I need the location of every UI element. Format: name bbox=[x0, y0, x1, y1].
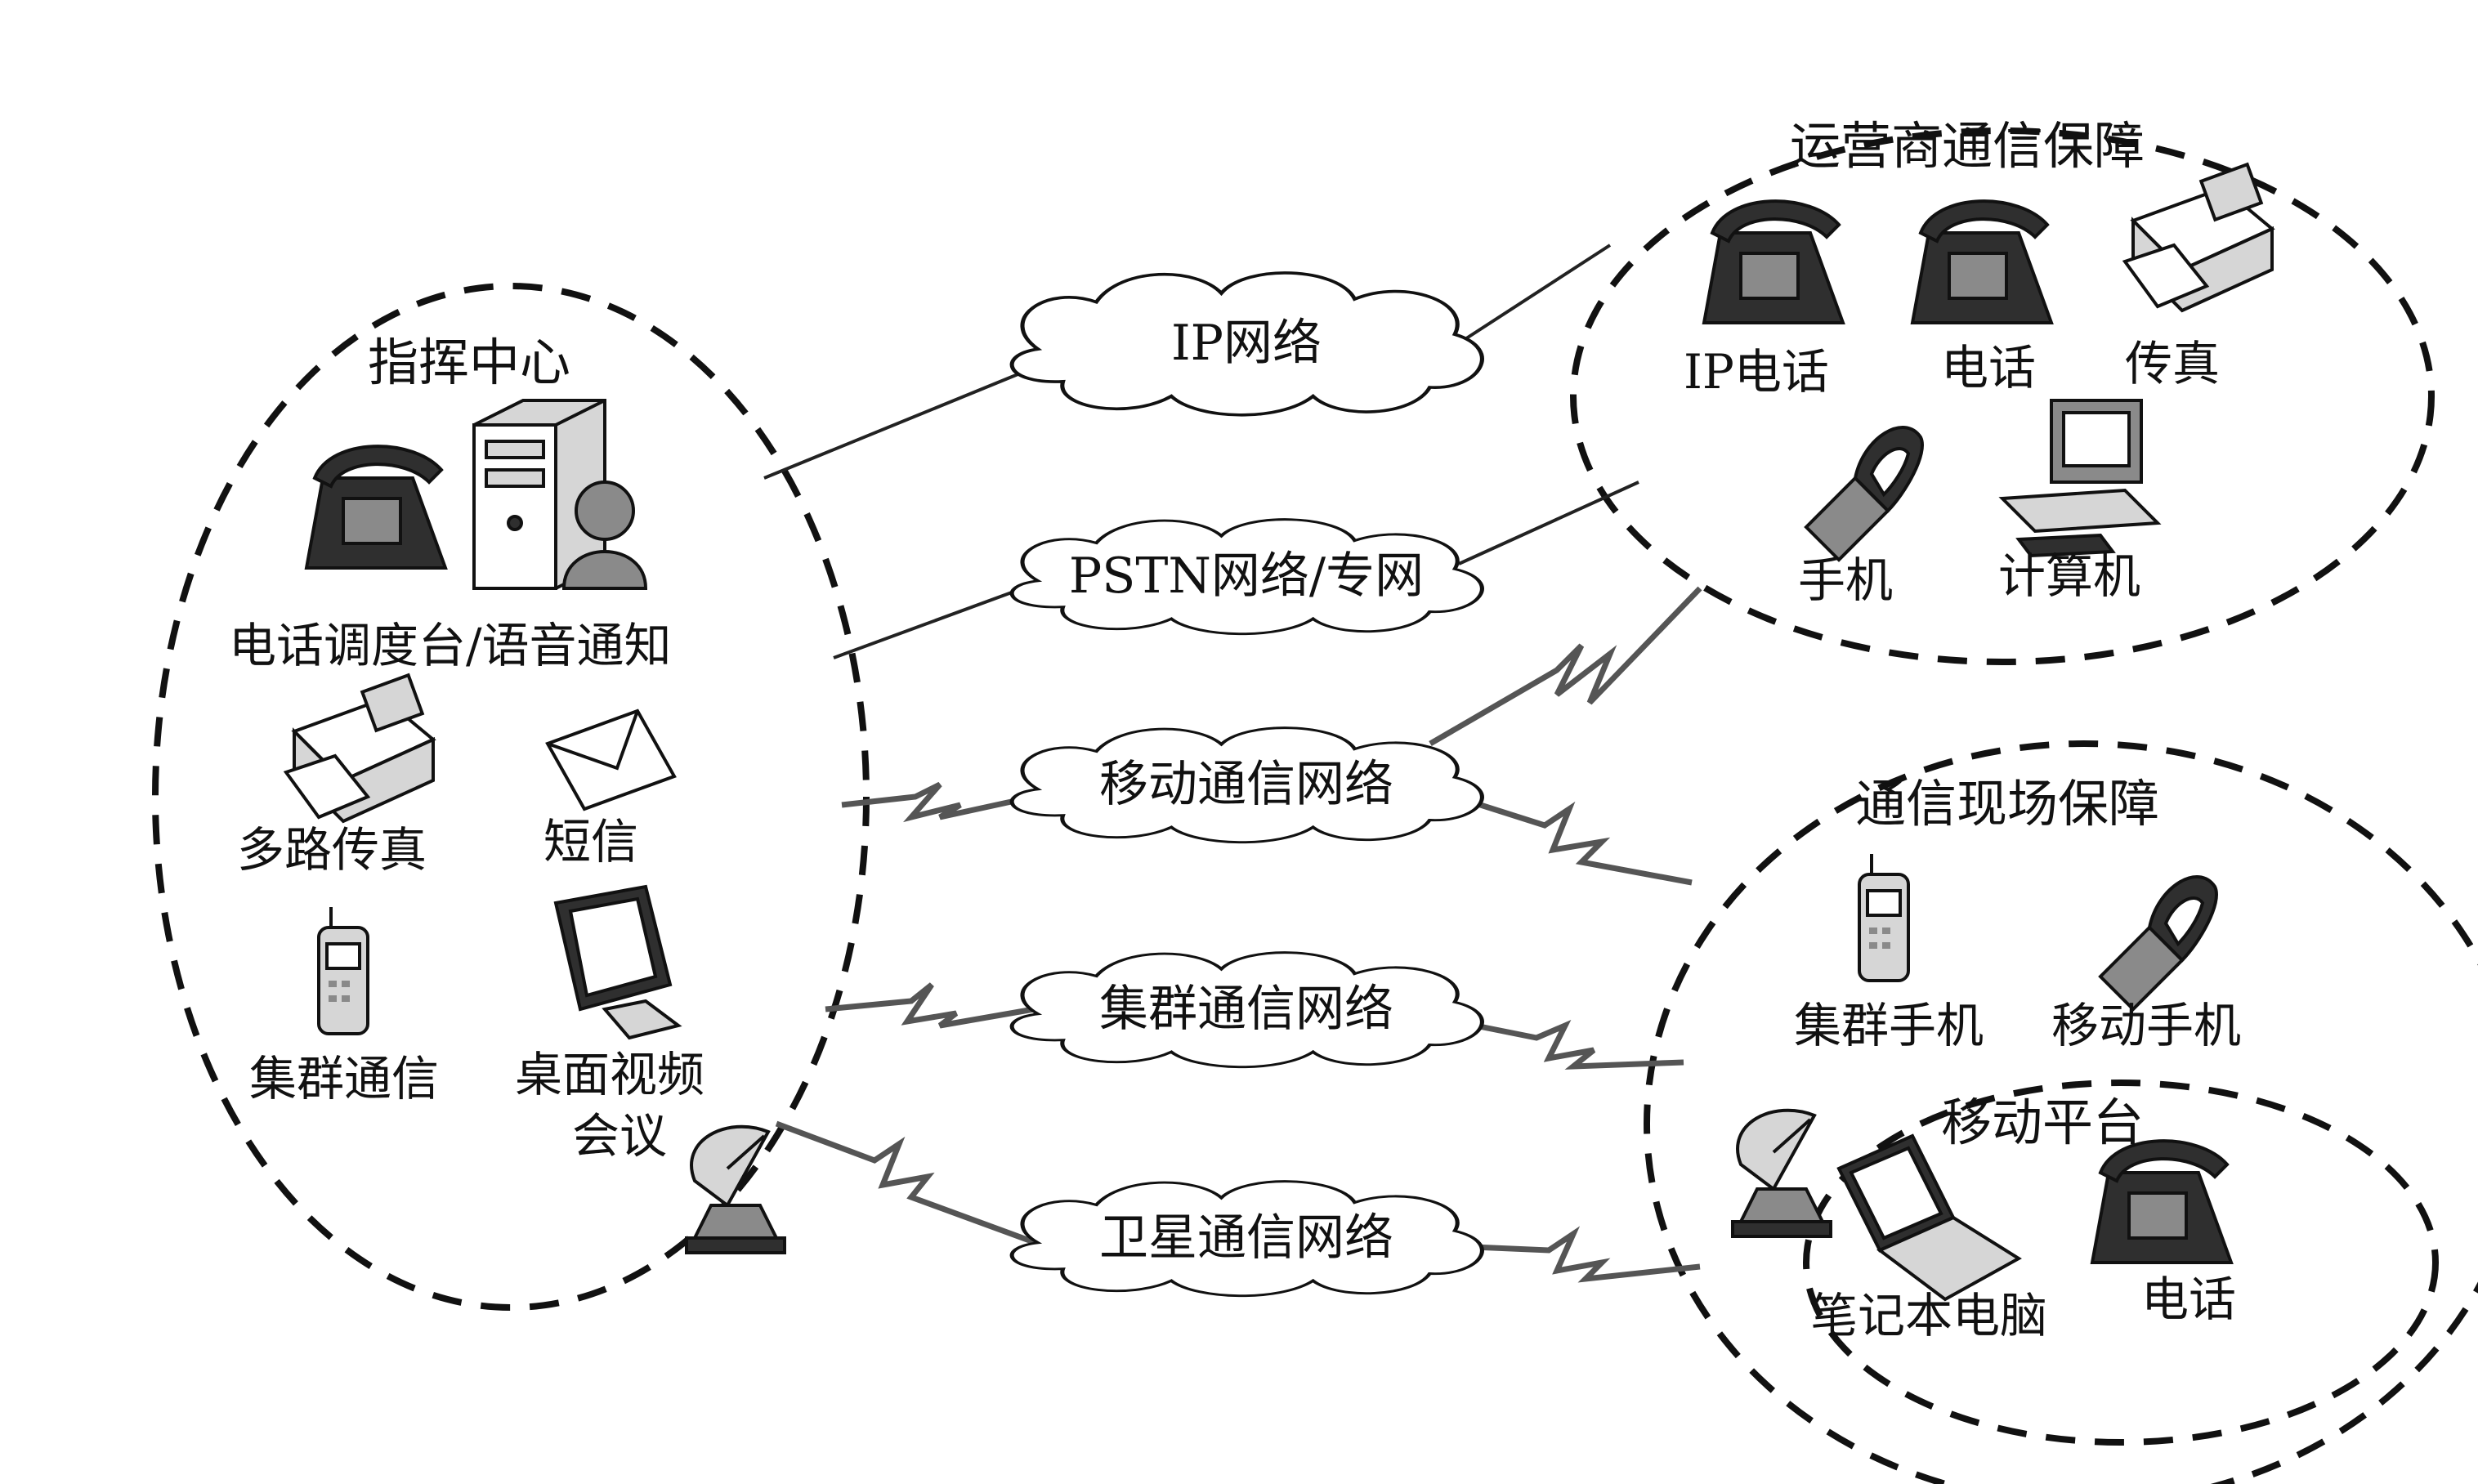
flip-phone-icon bbox=[1804, 426, 1924, 562]
desk-phone-icon bbox=[1910, 199, 2054, 324]
sms-label: 短信 bbox=[543, 814, 638, 869]
video-conference-label-line1: 桌面视频 bbox=[515, 1047, 704, 1102]
command-center-title: 指挥中心 bbox=[368, 333, 570, 392]
fax-label: 多路传真 bbox=[237, 822, 427, 878]
trunking-comm-label: 集群通信 bbox=[249, 1051, 439, 1106]
envelope-icon bbox=[545, 708, 677, 811]
fax-machine-icon bbox=[283, 673, 436, 824]
desk-phone-icon bbox=[304, 445, 448, 570]
satellite-network-cloud: 卫星通信网络 bbox=[1012, 1182, 1482, 1296]
computer-label: 计算机 bbox=[1998, 548, 2140, 604]
field-region bbox=[1644, 740, 2478, 1484]
phone-label: 电话 bbox=[1941, 340, 2036, 396]
pstn-network-cloud: PSTN网络/专网 bbox=[1012, 520, 1482, 634]
ip-network-cloud: IP网络 bbox=[1012, 273, 1482, 415]
mobile-platform-region bbox=[1803, 1079, 2439, 1446]
video-conference-label-line2: 会议 bbox=[572, 1108, 667, 1164]
mobile-label: 手机 bbox=[1798, 552, 1893, 608]
mobile-platform-phone-label: 电话 bbox=[2141, 1272, 2236, 1327]
laptop-icon bbox=[1836, 1133, 2022, 1302]
laptop-label: 笔记本电脑 bbox=[1810, 1288, 2047, 1343]
mobile-phone-label: 移动手机 bbox=[2051, 998, 2241, 1053]
user-icon bbox=[561, 481, 648, 590]
field-title: 通信现场保障 bbox=[1855, 774, 2159, 834]
operator-region bbox=[1570, 127, 2435, 665]
mobile-network-cloud: 移动通信网络 bbox=[1012, 728, 1482, 843]
mobile-platform-title: 移动平台 bbox=[1941, 1093, 2144, 1152]
operator-title: 运营商通信保障 bbox=[1790, 116, 2145, 176]
satellite-network-label: 卫星通信网络 bbox=[1099, 1209, 1393, 1267]
mobile-network-label: 移动通信网络 bbox=[1099, 756, 1393, 813]
fax-label: 传真 bbox=[2125, 336, 2220, 391]
satellite-dish-icon bbox=[685, 1124, 786, 1254]
handheld-radio-icon bbox=[1858, 854, 1910, 982]
trunk-phone-label: 集群手机 bbox=[1794, 998, 1984, 1053]
dispatch-label: 电话调度台/语音通知 bbox=[229, 618, 672, 673]
wireless-links bbox=[775, 586, 1702, 1283]
satellite-dish-icon bbox=[1731, 1108, 1832, 1238]
fax-machine-icon bbox=[2122, 162, 2275, 313]
flip-phone-icon bbox=[2098, 875, 2218, 1012]
ip-phone-label: IP电话 bbox=[1684, 344, 1829, 400]
ip-phone-icon bbox=[1702, 199, 1845, 324]
server-icon bbox=[472, 399, 606, 590]
desktop-computer-icon bbox=[1998, 399, 2162, 558]
wired-links bbox=[763, 244, 1639, 659]
trunking-network-label: 集群通信网络 bbox=[1099, 981, 1393, 1038]
ip-network-label: IP网络 bbox=[1171, 315, 1322, 372]
monitor-icon bbox=[553, 884, 682, 1040]
handheld-radio-icon bbox=[317, 907, 369, 1035]
desk-phone-icon bbox=[2090, 1139, 2234, 1264]
command-center-region bbox=[152, 283, 870, 1311]
trunking-network-cloud: 集群通信网络 bbox=[1012, 953, 1482, 1067]
pstn-network-label: PSTN网络/专网 bbox=[1069, 548, 1424, 605]
